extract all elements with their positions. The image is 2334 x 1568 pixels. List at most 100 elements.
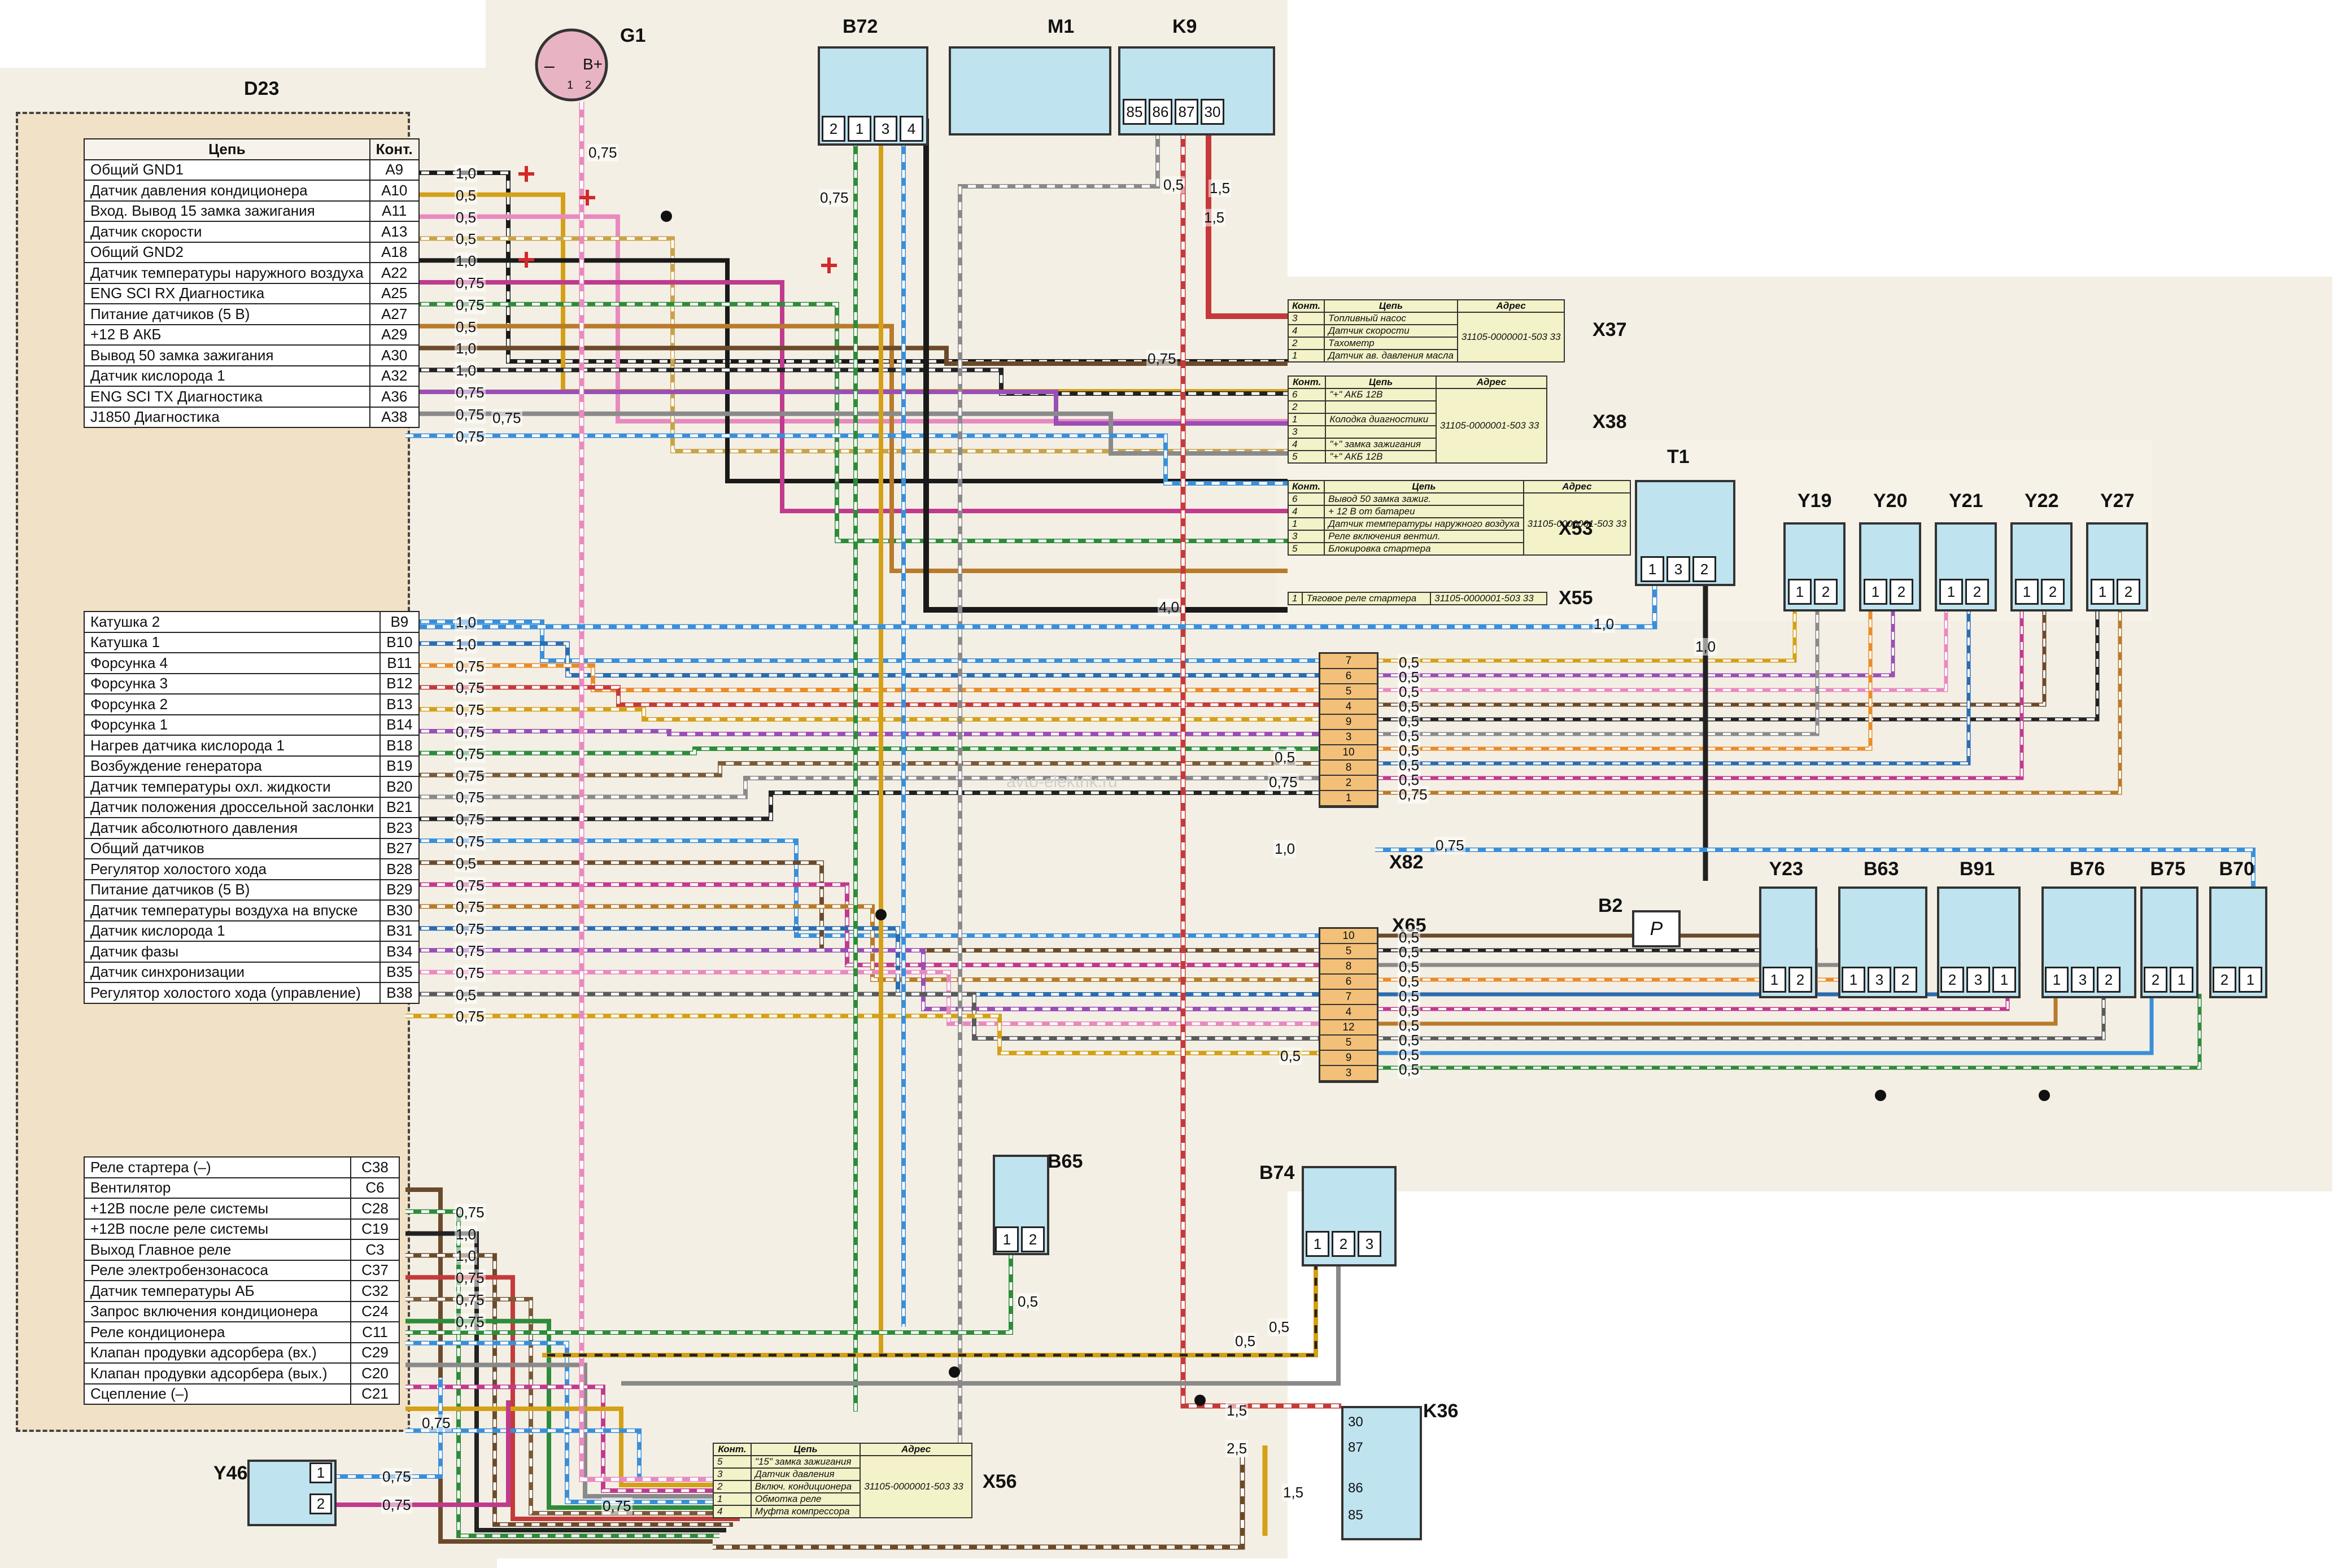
pin-cell: 2 xyxy=(2097,967,2121,993)
pin-cell: 2 xyxy=(1788,967,1812,993)
wire-x65-out-stripe xyxy=(1375,949,1817,994)
ecu-circuit-name: Датчик температуры наружного воздуха xyxy=(84,262,370,284)
y46-label: Y46 xyxy=(213,1462,248,1484)
conn-pin: 3 xyxy=(1287,312,1325,325)
ecu-circuit-name: Возбуждение генератора xyxy=(83,755,381,777)
conn-pin: 3 xyxy=(1287,530,1325,543)
ground-icon xyxy=(579,190,595,206)
ecu-pin-id: B23 xyxy=(379,817,420,839)
wire-x82-out-stripe xyxy=(1375,607,1871,750)
ecu-circuit-name: Датчик скорости xyxy=(84,221,370,243)
wire-group-a xyxy=(405,324,1288,573)
y27-label: Y27 xyxy=(2100,490,2135,512)
conn-pin: 1 xyxy=(1287,517,1325,531)
y21-label: Y21 xyxy=(1949,490,1983,512)
ecu-circuit-name: Общий GND2 xyxy=(84,241,370,263)
ecu-pin-id: C21 xyxy=(350,1383,400,1405)
wire-group-a-stripe xyxy=(405,434,1288,485)
stack-pin: 7 xyxy=(1320,654,1377,669)
ecu-pin-id: B31 xyxy=(379,920,420,942)
y19-label: Y19 xyxy=(1798,490,1832,512)
wire-gauge-label: 0,75 xyxy=(455,745,486,763)
ecu-header-pin: Конт. xyxy=(369,138,420,160)
wire-x82-out-stripe xyxy=(1375,607,2121,794)
wire-gauge-label: 1,0 xyxy=(455,252,478,270)
x65-gauge-label: 0,5 xyxy=(1398,944,1421,961)
conn-pin: 6 xyxy=(1287,492,1325,506)
wire-gauge-label: 0,75 xyxy=(455,964,486,982)
wire-gauge-label: 0,75 xyxy=(1434,837,1465,854)
wire-gauge-label: 0,75 xyxy=(455,898,486,916)
conn-pin: 4 xyxy=(1287,505,1325,518)
conn-header-cell: Цепь xyxy=(1324,480,1524,493)
conn-circuit: "+" АКБ 12В xyxy=(1325,388,1437,401)
stack-pin: 5 xyxy=(1320,1036,1377,1051)
b76-label: B76 xyxy=(2070,858,2105,880)
ecu-pin-id: B21 xyxy=(379,796,420,818)
wire-gauge-label: 0,75 xyxy=(455,274,486,292)
m1-body xyxy=(949,46,1111,136)
ecu-circuit-name: ENG SCI RX Диагностика xyxy=(84,282,370,304)
ecu-pin-id: C20 xyxy=(350,1362,400,1384)
ecu-circuit-name: Форсунка 4 xyxy=(83,652,381,674)
pin-cell: 1 xyxy=(1306,1231,1329,1257)
pin-cell: 3 xyxy=(874,116,897,142)
conn-circuit: Датчик скорости xyxy=(1324,324,1458,338)
ground-icon xyxy=(518,252,534,268)
b75-label: B75 xyxy=(2150,858,2185,880)
wire-gauge-label: 0,75 xyxy=(455,1313,486,1331)
ecu-circuit-name: Датчик кислорода 1 xyxy=(83,920,381,942)
ecu-pin-id: A25 xyxy=(369,282,420,304)
wire-gauge-label: 0,75 xyxy=(455,701,486,719)
ecu-pin-id: B38 xyxy=(379,982,420,1004)
wire-x82-out xyxy=(1375,607,2024,780)
wire-gauge-label: 1,0 xyxy=(455,614,478,631)
wire-group-a xyxy=(405,346,1288,366)
ecu-circuit-name: Датчик абсолютного давления xyxy=(83,817,381,839)
wire-gauge-label: 0,75 xyxy=(819,189,850,207)
wire-x82-out xyxy=(1375,607,1948,692)
pin-cell: 2 xyxy=(1332,1231,1355,1257)
ecu-circuit-name: +12 В АКБ xyxy=(84,324,370,346)
ecu-pin-id: C24 xyxy=(350,1300,400,1322)
x82-gauge-label: 0,5 xyxy=(1398,669,1421,686)
pin-cell: 3 xyxy=(1966,967,1990,993)
wire-group-a xyxy=(405,302,1288,543)
pin-cell: 2 xyxy=(2213,967,2236,993)
conn-header-cell: Адрес xyxy=(1456,299,1565,313)
ecu-circuit-name: Катушка 1 xyxy=(83,631,381,653)
wire-group-b-stripe xyxy=(405,1014,1319,1055)
ecu-circuit-name: Питание датчиков (5 В) xyxy=(84,303,370,325)
wire-gauge-label: 0,5 xyxy=(455,230,478,248)
wire-gauge-label: 0,75 xyxy=(455,767,486,785)
pin-cell: 1 xyxy=(1939,579,1963,605)
wire-gauge-label: 1,0 xyxy=(1273,840,1297,858)
wire-gauge-label: 0,5 xyxy=(1279,1047,1302,1065)
wire-y46-2 xyxy=(332,1400,511,1507)
wire-x82-out xyxy=(1375,607,1971,766)
wire-x65-out xyxy=(1375,948,1818,994)
ecu-circuit-name: Запрос включения кондиционера xyxy=(84,1300,351,1322)
conn-row: 2 xyxy=(1287,400,1547,414)
wire-gauge-label: 0,75 xyxy=(421,1414,452,1432)
k36-pin: 30 xyxy=(1348,1414,1363,1430)
ground-icon xyxy=(821,257,837,273)
ecu-pin-id: A27 xyxy=(369,303,420,325)
ecu-header-circuit: Цепь xyxy=(84,138,370,160)
k36-body xyxy=(1341,1406,1422,1540)
wire-x65-out-stripe xyxy=(1375,994,2009,1010)
b72-label: B72 xyxy=(843,16,878,37)
conn-circuit: Блокировка стартера xyxy=(1324,542,1524,556)
